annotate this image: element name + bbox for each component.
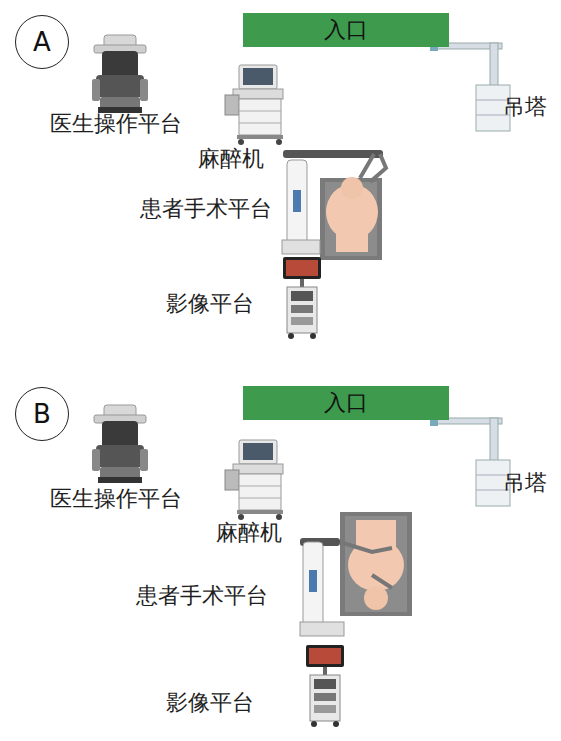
panel-letter: A (15, 15, 69, 69)
node-text: 入口 (324, 15, 368, 45)
node-text: 入口 (324, 388, 368, 418)
equipment-label: 患者手术平台 (136, 583, 268, 609)
equipment-label: 患者手术平台 (140, 196, 272, 222)
equipment-label: 麻醉机 (198, 146, 264, 172)
node-text: B (33, 399, 51, 429)
entrance-band: 入口 (243, 386, 449, 420)
equipment-label: 影像平台 (166, 291, 254, 317)
equipment-label: 影像平台 (166, 690, 254, 716)
equipment-label: 麻醉机 (216, 520, 282, 546)
patient-cart (282, 150, 386, 260)
equipment-label: 医生操作平台 (50, 111, 182, 137)
node-text: A (33, 27, 51, 57)
equipment-label: 吊塔 (503, 94, 547, 120)
panel-letter: B (15, 387, 69, 441)
equipment-label: 医生操作平台 (50, 486, 182, 512)
patient-cart (300, 512, 412, 636)
entrance-band: 入口 (243, 13, 449, 47)
equipment-label: 吊塔 (503, 470, 547, 496)
